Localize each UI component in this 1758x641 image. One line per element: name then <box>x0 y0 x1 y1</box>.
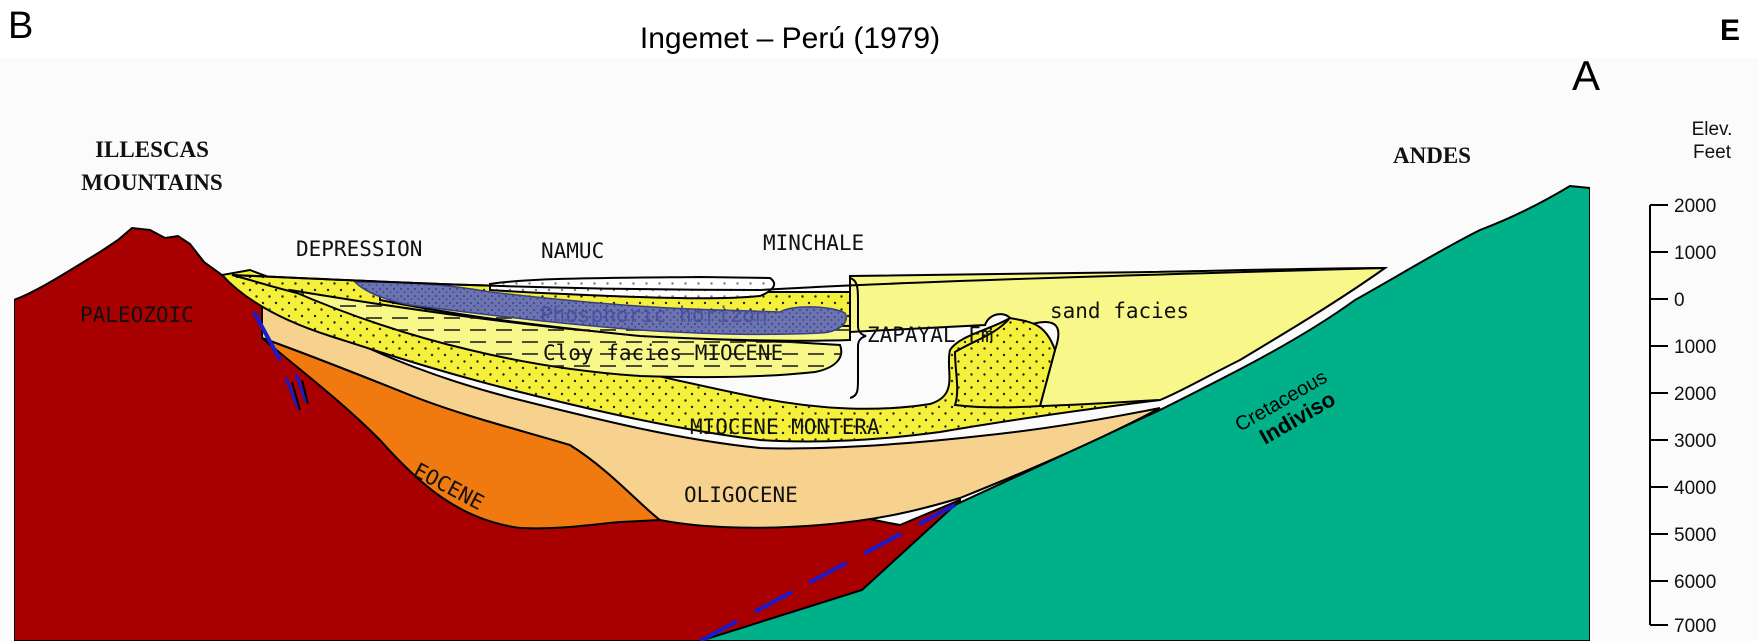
elev-tick-label: 4000 <box>1674 478 1716 499</box>
elev-tick-label: 1000 <box>1674 243 1716 264</box>
units-line1: Elev. <box>1692 119 1733 140</box>
label-phosphoric: Phosphoric horizon <box>540 303 768 327</box>
corner-label-b: B <box>8 5 33 47</box>
elev-tick-label: 6000 <box>1674 572 1716 593</box>
label-namuc: NAMUC <box>541 239 604 263</box>
elev-tick-label: 2000 <box>1674 384 1716 405</box>
elev-tick-label: 5000 <box>1674 525 1716 546</box>
peak-andes: ANDES <box>1393 143 1471 168</box>
units-line2: Feet <box>1693 142 1732 163</box>
label-clay-facies: Cloy facies MIOCENE <box>543 341 783 365</box>
label-sand-facies: sand facies <box>1050 299 1189 323</box>
page-title: Ingemet – Perú (1979) <box>640 22 940 55</box>
peak-illescas-line1: ILLESCAS <box>95 137 209 162</box>
label-miocene-montera: MIOCENE MONTERA <box>690 415 880 439</box>
elev-tick-label: 7000 <box>1674 616 1716 637</box>
elev-tick-label: 1000 <box>1674 337 1716 358</box>
elev-tick-label: 2000 <box>1674 196 1716 217</box>
label-paleozoic: PALEOZOIC <box>80 303 194 327</box>
peak-illescas-line2: MOUNTAINS <box>81 170 222 195</box>
corner-label-e: E <box>1720 14 1740 47</box>
label-oligocene: OLIGOCENE <box>684 483 798 507</box>
label-zapayal: ZAPAYAL Fm <box>867 323 993 347</box>
label-depression: DEPRESSION <box>296 237 422 261</box>
label-minchale: MINCHALE <box>763 231 864 255</box>
elev-tick-label: 0 <box>1674 290 1685 311</box>
marker-label-a: A <box>1572 52 1600 99</box>
elev-tick-label: 3000 <box>1674 431 1716 452</box>
